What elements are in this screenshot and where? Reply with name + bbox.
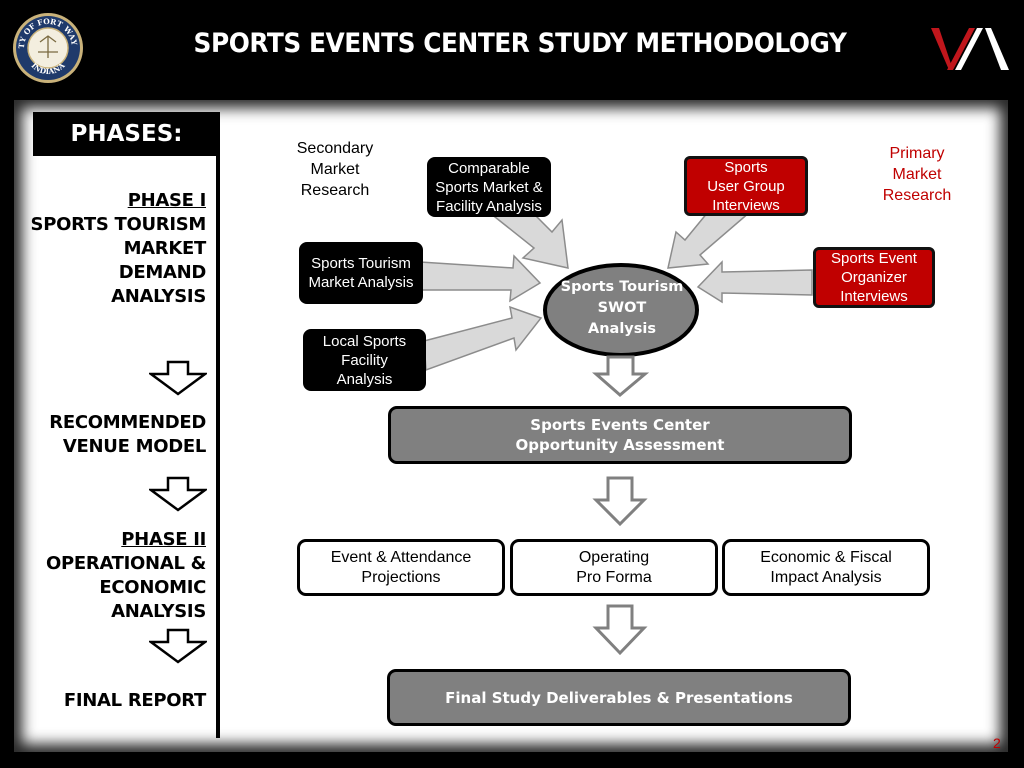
box-line: Sports Events Center [530, 416, 710, 434]
swot-line: Analysis [588, 321, 656, 337]
phases-divider-line [216, 156, 220, 738]
header-bar: CITY OF FORT WAYNE INDIANA SPORTS EVENTS… [0, 0, 1024, 95]
primary-research-label: Primary Market Research [867, 143, 967, 206]
city-seal-icon: CITY OF FORT WAYNE INDIANA [12, 12, 83, 83]
phases-heading: PHASES: [33, 112, 220, 156]
market-analysis-box: Sports Tourism Market Analysis [299, 242, 423, 304]
local-facility-box: Local Sports Facility Analysis [303, 329, 426, 391]
box-line: Interviews [712, 196, 780, 214]
box-line: Pro Forma [576, 568, 652, 586]
down-arrow-icon [149, 628, 207, 664]
swot-ellipse [543, 263, 699, 357]
box-line: Sports Tourism [311, 255, 411, 272]
phase-1-line: ANALYSIS [111, 286, 206, 307]
down-arrow-icon [592, 476, 648, 527]
label-line: Market [310, 161, 360, 178]
box-line: Economic & Fiscal [760, 548, 892, 566]
box-line: Event & Attendance [330, 548, 472, 566]
box-line: Opportunity Assessment [515, 436, 725, 454]
box-line: Organizer [841, 269, 907, 286]
box-line: Facility Analysis [436, 197, 542, 215]
box-line: Analysis [336, 370, 393, 388]
page-title: SPORTS EVENTS CENTER STUDY METHODOLOGY [193, 28, 847, 59]
flow-arrow [423, 305, 543, 372]
label-line: Primary [889, 145, 945, 162]
box-line: Facility [341, 351, 388, 369]
label-line: Research [300, 182, 370, 199]
pro-forma-box: Operating Pro Forma [510, 539, 718, 596]
label-line: Research [882, 187, 952, 204]
phase-1-line: DEMAND [118, 262, 207, 283]
box-line: Impact Analysis [770, 568, 882, 586]
label-line: Market [892, 166, 942, 183]
swot-line: SWOT [597, 300, 647, 316]
venue-model-line: RECOMMENDED [49, 412, 206, 433]
box-line: Sports Market & [435, 178, 543, 196]
venue-model-line: VENUE MODEL [62, 436, 206, 457]
venue-model-label: RECOMMENDED VENUE MODEL [49, 411, 206, 459]
flow-arrow [419, 254, 542, 303]
phase-2-title: PHASE II [121, 529, 206, 550]
down-arrow-icon [149, 360, 207, 396]
comparable-analysis-box: Comparable Sports Market & Facility Anal… [427, 157, 551, 217]
phase-1-line: MARKET [123, 238, 207, 259]
box-line: Operating [578, 548, 650, 566]
down-arrow-icon [149, 476, 207, 512]
phase-1-line: SPORTS TOURISM [30, 214, 207, 235]
phase-2-label: PHASE II OPERATIONAL & ECONOMIC ANALYSIS [46, 528, 206, 624]
swot-line: Sports Tourism [560, 279, 684, 295]
final-report-line: FINAL REPORT [63, 690, 206, 711]
box-line: Projections [361, 568, 441, 586]
label-line: Secondary [296, 140, 374, 157]
phase-1-title: PHASE I [127, 190, 207, 211]
secondary-research-label: Secondary Market Research [285, 138, 385, 201]
opportunity-assessment-box: Sports Events Center Opportunity Assessm… [388, 406, 852, 464]
flow-arrow [696, 260, 813, 304]
swot-analysis-text: Sports Tourism SWOT Analysis [548, 277, 696, 340]
page-number: 2 [993, 735, 1001, 751]
box-line: Comparable [448, 159, 530, 177]
down-arrow-icon [592, 355, 650, 397]
final-report-label: FINAL REPORT [64, 689, 206, 713]
flow-arrow [667, 211, 753, 269]
box-line: Interviews [840, 288, 908, 305]
final-deliverables-box: Final Study Deliverables & Presentations [387, 669, 851, 726]
phase-2-line: ANALYSIS [111, 601, 206, 622]
box-line: Final Study Deliverables & Presentations [445, 688, 793, 707]
va-logo-icon [931, 28, 1009, 70]
attendance-projections-box: Event & Attendance Projections [297, 539, 505, 596]
svg-text:INDIANA: INDIANA [29, 61, 66, 77]
box-line: User Group [707, 177, 785, 195]
economic-impact-box: Economic & Fiscal Impact Analysis [722, 539, 930, 596]
phase-1-label: PHASE I SPORTS TOURISM MARKET DEMAND ANA… [30, 189, 207, 309]
phase-2-line: ECONOMIC [99, 577, 206, 598]
user-group-interviews-box: Sports User Group Interviews [684, 156, 808, 216]
box-line: Local Sports [322, 332, 407, 350]
box-line: Sports Event [831, 250, 917, 267]
box-line: Sports [724, 158, 768, 176]
box-line: Market Analysis [308, 274, 414, 291]
phase-2-line: OPERATIONAL & [46, 553, 206, 574]
event-organizer-interviews-box: Sports Event Organizer Interviews [813, 247, 935, 308]
down-arrow-icon [592, 604, 648, 656]
